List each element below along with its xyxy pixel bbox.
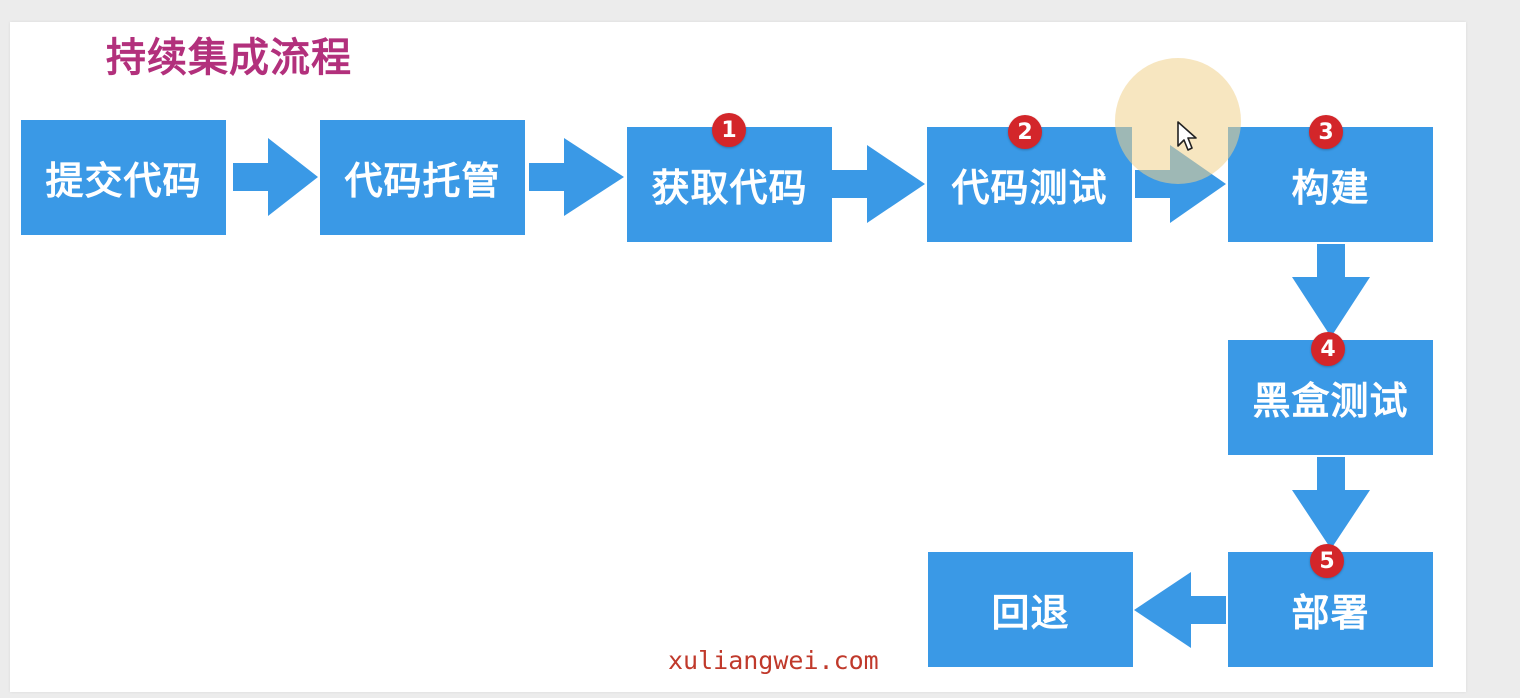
node-hosting: 代码托管 <box>320 120 525 235</box>
cursor-highlight <box>1115 58 1241 184</box>
step-badge-1: 1 <box>712 113 746 147</box>
node-build: 构建 <box>1228 127 1433 242</box>
mouse-cursor-icon <box>1177 121 1197 151</box>
node-rollback: 回退 <box>928 552 1133 667</box>
step-badge-5: 5 <box>1310 544 1344 578</box>
step-badge-3: 3 <box>1309 115 1343 149</box>
diagram-title: 持续集成流程 <box>106 35 352 81</box>
step-badge-4: 4 <box>1311 332 1345 366</box>
footer-watermark: xuliangwei.com <box>668 646 879 675</box>
step-badge-2: 2 <box>1008 115 1042 149</box>
node-commit: 提交代码 <box>21 120 226 235</box>
